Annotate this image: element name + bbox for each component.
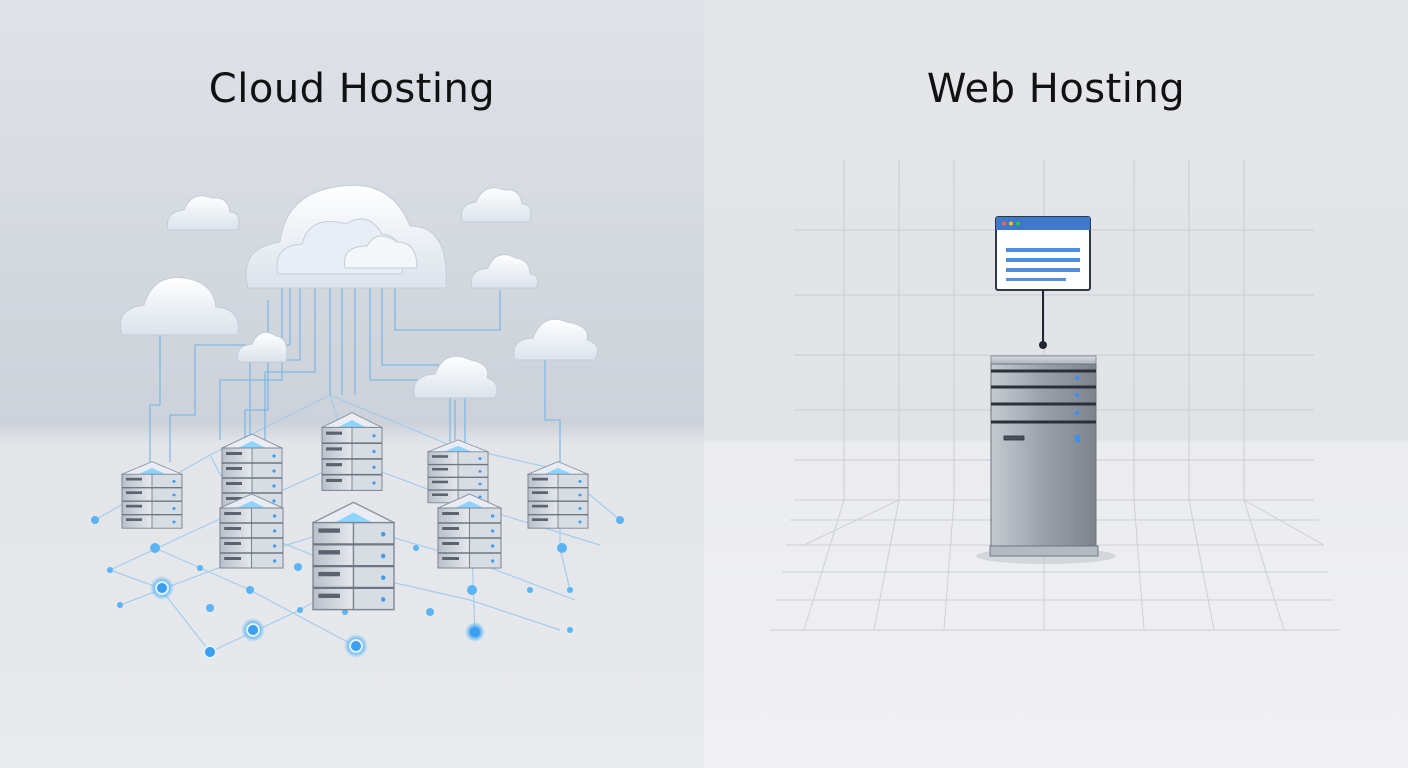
- web-hosting-illustration: [770, 160, 1340, 631]
- cloud-hosting-title: Cloud Hosting: [208, 66, 496, 112]
- browser-window-icon: [995, 216, 1091, 291]
- cloud-icon: [119, 184, 599, 399]
- server-rack-icon: [121, 411, 589, 611]
- cloud-hosting-illustration: [91, 184, 624, 659]
- network-node-icon: [91, 516, 624, 659]
- web-hosting-panel: Web Hosting: [704, 0, 1408, 768]
- floor-grid: [770, 499, 1340, 631]
- server-tower-icon: [976, 355, 1116, 564]
- cloud-hosting-panel: Cloud Hosting: [0, 0, 704, 768]
- web-hosting-title: Web Hosting: [926, 66, 1186, 112]
